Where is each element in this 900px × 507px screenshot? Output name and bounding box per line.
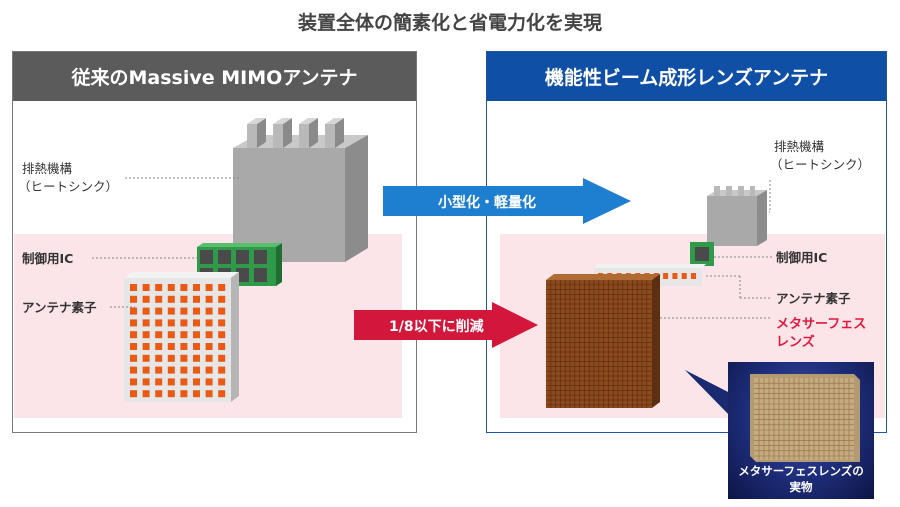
right-control-ic-label: 制御用IC <box>776 250 828 265</box>
downsizing-arrow <box>383 178 631 224</box>
heatsink-label-line2: （ヒートシンク） <box>18 179 119 194</box>
heatsink-label-line1: 排熱機構 <box>22 161 73 176</box>
lens-antenna-panel-header: 機能性ビーム成形レンズアンテナ <box>487 52 886 101</box>
reduction-arrow-label: 1/8以下に削減 <box>389 319 484 335</box>
photo-caption-line2: 実物 <box>789 480 813 494</box>
conventional-panel-header: 従来のMassive MIMOアンテナ <box>13 52 416 101</box>
right-antenna-element-label: アンテナ素子 <box>776 291 851 306</box>
metasurface-lens-label-line1: メタサーフェス <box>776 317 867 332</box>
conventional-panel: 従来のMassive MIMOアンテナ <box>12 51 417 433</box>
control-ic-label: 制御用IC <box>22 251 74 266</box>
page-title: 装置全体の簡素化と省電力化を実現 <box>297 12 602 34</box>
reduction-arrow <box>354 302 538 348</box>
right-heatsink-label-line1: 排熱機構 <box>774 139 825 154</box>
right-heatsink-label-line2: （ヒートシンク） <box>770 157 871 172</box>
photo-caption-line1: メタサーフェスレンズの <box>738 464 864 478</box>
downsizing-arrow-label: 小型化・軽量化 <box>438 195 536 211</box>
antenna-element-label: アンテナ素子 <box>22 300 97 315</box>
metasurface-lens-label-line2: レンズ <box>776 335 815 350</box>
metasurface-lens-photo: メタサーフェスレンズの 実物 <box>728 362 874 499</box>
